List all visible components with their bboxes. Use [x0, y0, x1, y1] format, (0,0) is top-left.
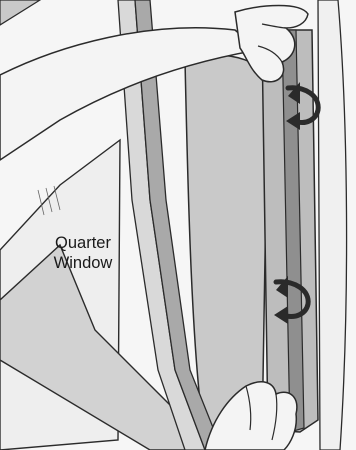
quarter-window-callout: Quarter Window — [38, 233, 128, 273]
callout-line-2: Window — [38, 253, 128, 273]
callout-line-1: Quarter — [38, 233, 128, 253]
door-frame-edge — [318, 0, 347, 450]
